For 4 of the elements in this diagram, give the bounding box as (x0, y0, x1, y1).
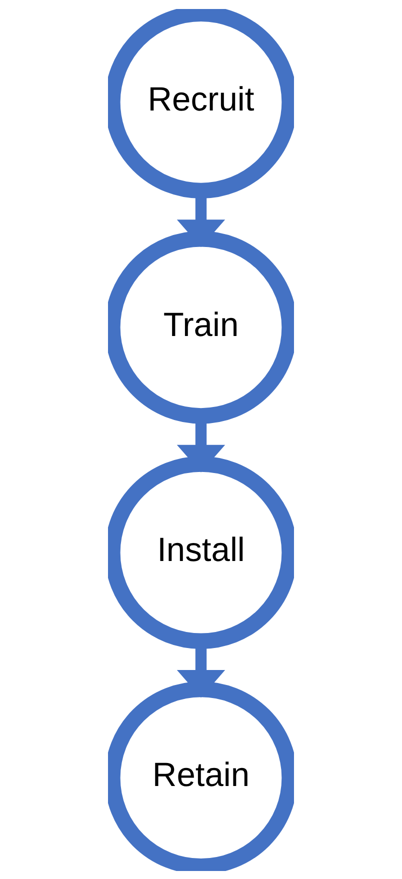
node-circle: Recruit (108, 8, 294, 198)
node-circle: Install (108, 456, 294, 648)
node-circle: Retain (108, 680, 294, 870)
node-circle: Train (108, 230, 294, 424)
